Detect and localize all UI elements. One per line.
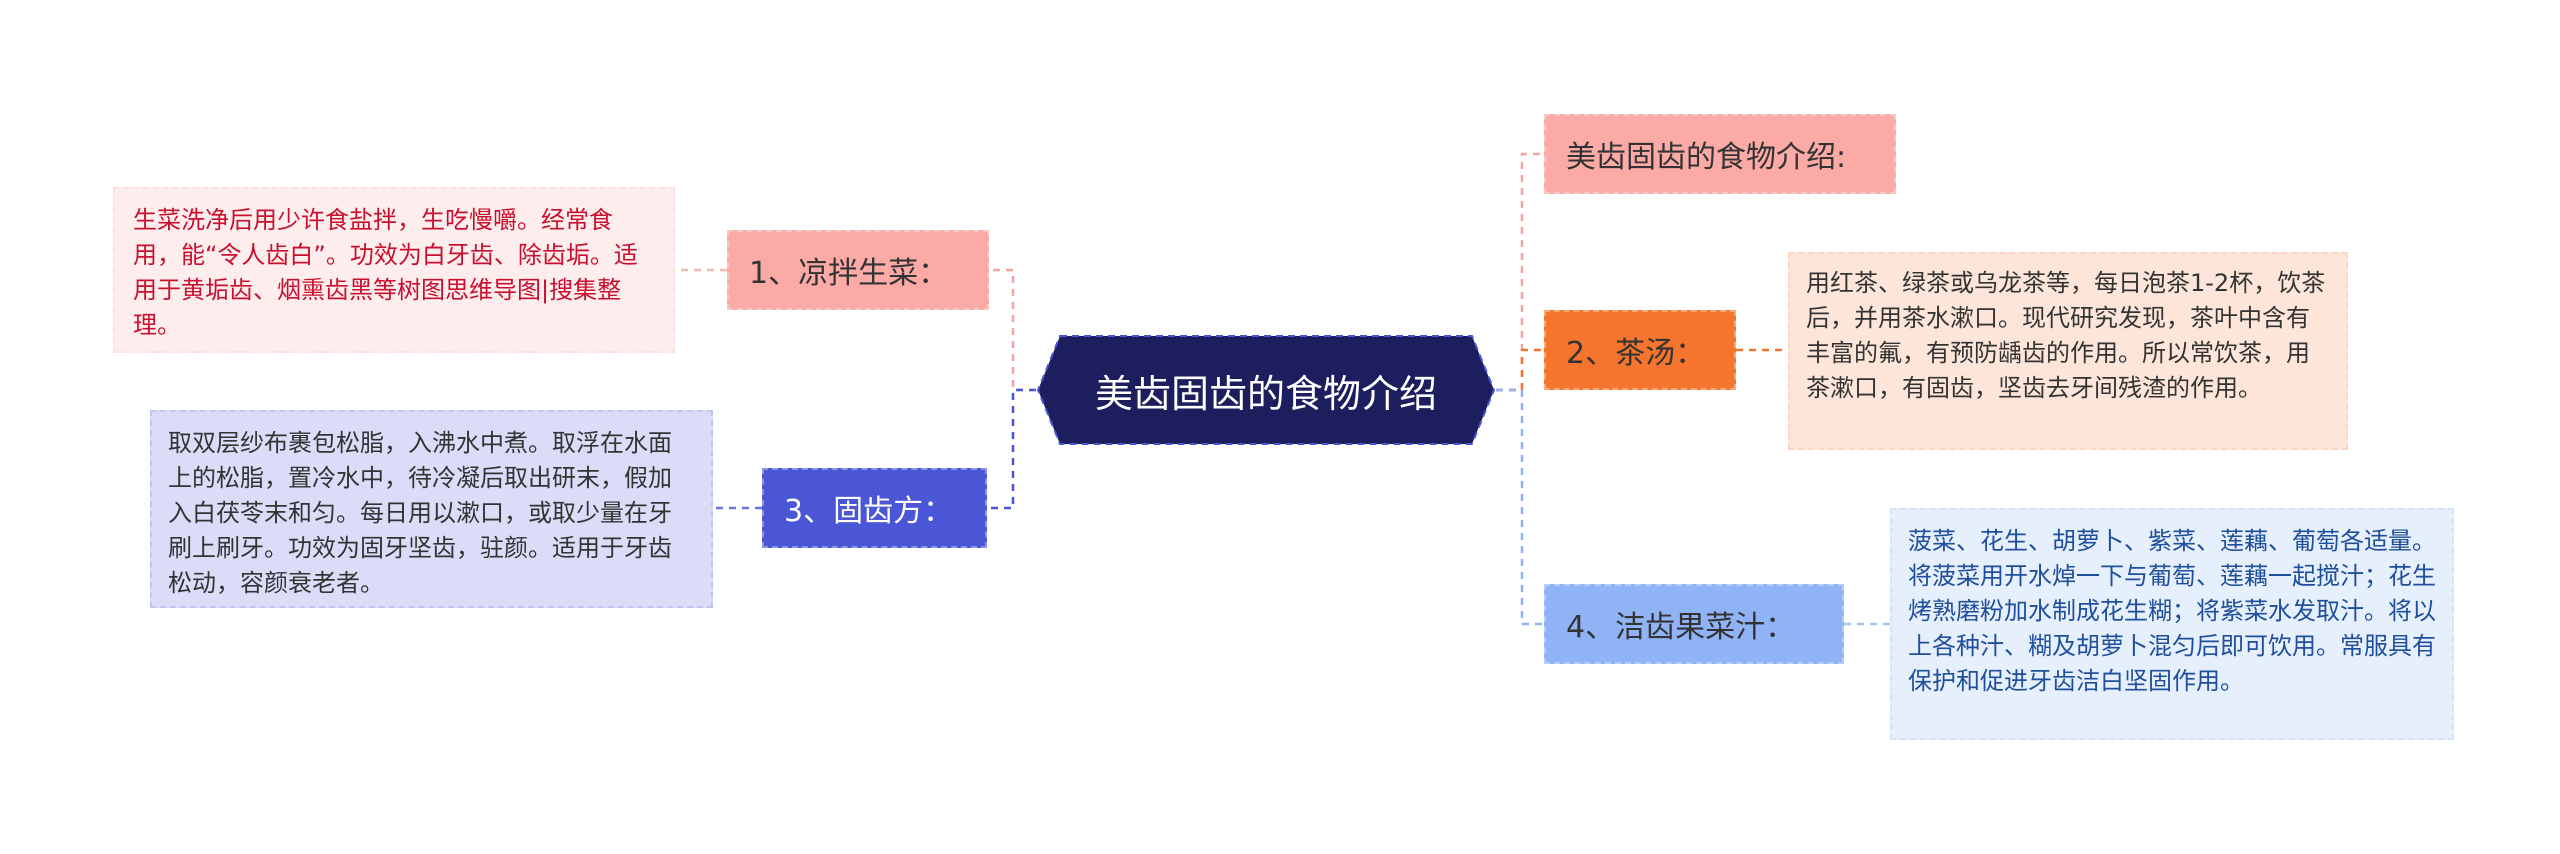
central-topic[interactable]: 美齿固齿的食物介绍: [1036, 334, 1496, 446]
branch-1-detail[interactable]: 生菜洗净后用少许食盐拌，生吃慢嚼。经常食用，能“令人齿白”。功效为白牙齿、除齿垢…: [113, 187, 675, 353]
branch-1-detail-text: 生菜洗净后用少许食盐拌，生吃慢嚼。经常食用，能“令人齿白”。功效为白牙齿、除齿垢…: [133, 206, 638, 339]
branch-3-detail-text: 取双层纱布裹包松脂，入沸水中煮。取浮在水面上的松脂，置冷水中，待冷凝后取出研末，…: [168, 429, 672, 597]
central-topic-label: 美齿固齿的食物介绍: [1094, 371, 1437, 416]
branch-3-tooth-formula[interactable]: 3、固齿方：: [762, 468, 987, 548]
branch-3-detail[interactable]: 取双层纱布裹包松脂，入沸水中煮。取浮在水面上的松脂，置冷水中，待冷凝后取出研末，…: [150, 410, 713, 608]
connector-center-to-heading: [1496, 152, 1544, 392]
branch-1-cold-lettuce[interactable]: 1、凉拌生菜：: [727, 230, 989, 310]
right-heading-node[interactable]: 美齿固齿的食物介绍:: [1544, 114, 1896, 194]
branch-4-label: 4、洁齿果菜汁：: [1566, 610, 1796, 645]
right-heading-label: 美齿固齿的食物介绍:: [1566, 140, 1847, 175]
branch-4-detail-text: 菠菜、花生、胡萝卜、紫菜、莲藕、葡萄各适量。将菠菜用开水焯一下与葡萄、莲藕一起搅…: [1908, 527, 2436, 695]
branch-1-label: 1、凉拌生菜：: [749, 256, 949, 291]
branch-4-fruit-vegetable-juice[interactable]: 4、洁齿果菜汁：: [1544, 584, 1844, 664]
branch-4-detail[interactable]: 菠菜、花生、胡萝卜、紫菜、莲藕、葡萄各适量。将菠菜用开水焯一下与葡萄、莲藕一起搅…: [1890, 508, 2454, 740]
connector-center-to-branch-2: [1496, 348, 1544, 392]
connector-center-to-branch-1: [989, 268, 1036, 392]
central-topic-shape: [1036, 335, 1496, 445]
branch-2-label: 2、茶汤：: [1566, 336, 1706, 371]
connector-center-to-branch-4: [1496, 388, 1544, 626]
branch-2-detail-text: 用红茶、绿茶或乌龙茶等，每日泡茶1-2杯，饮茶后，并用茶水漱口。现代研究发现，茶…: [1806, 269, 2326, 402]
branch-3-label: 3、固齿方：: [784, 494, 954, 529]
branch-2-detail[interactable]: 用红茶、绿茶或乌龙茶等，每日泡茶1-2杯，饮茶后，并用茶水漱口。现代研究发现，茶…: [1788, 252, 2348, 450]
connector-center-to-branch-3: [987, 388, 1036, 510]
branch-2-tea[interactable]: 2、茶汤：: [1544, 310, 1736, 390]
